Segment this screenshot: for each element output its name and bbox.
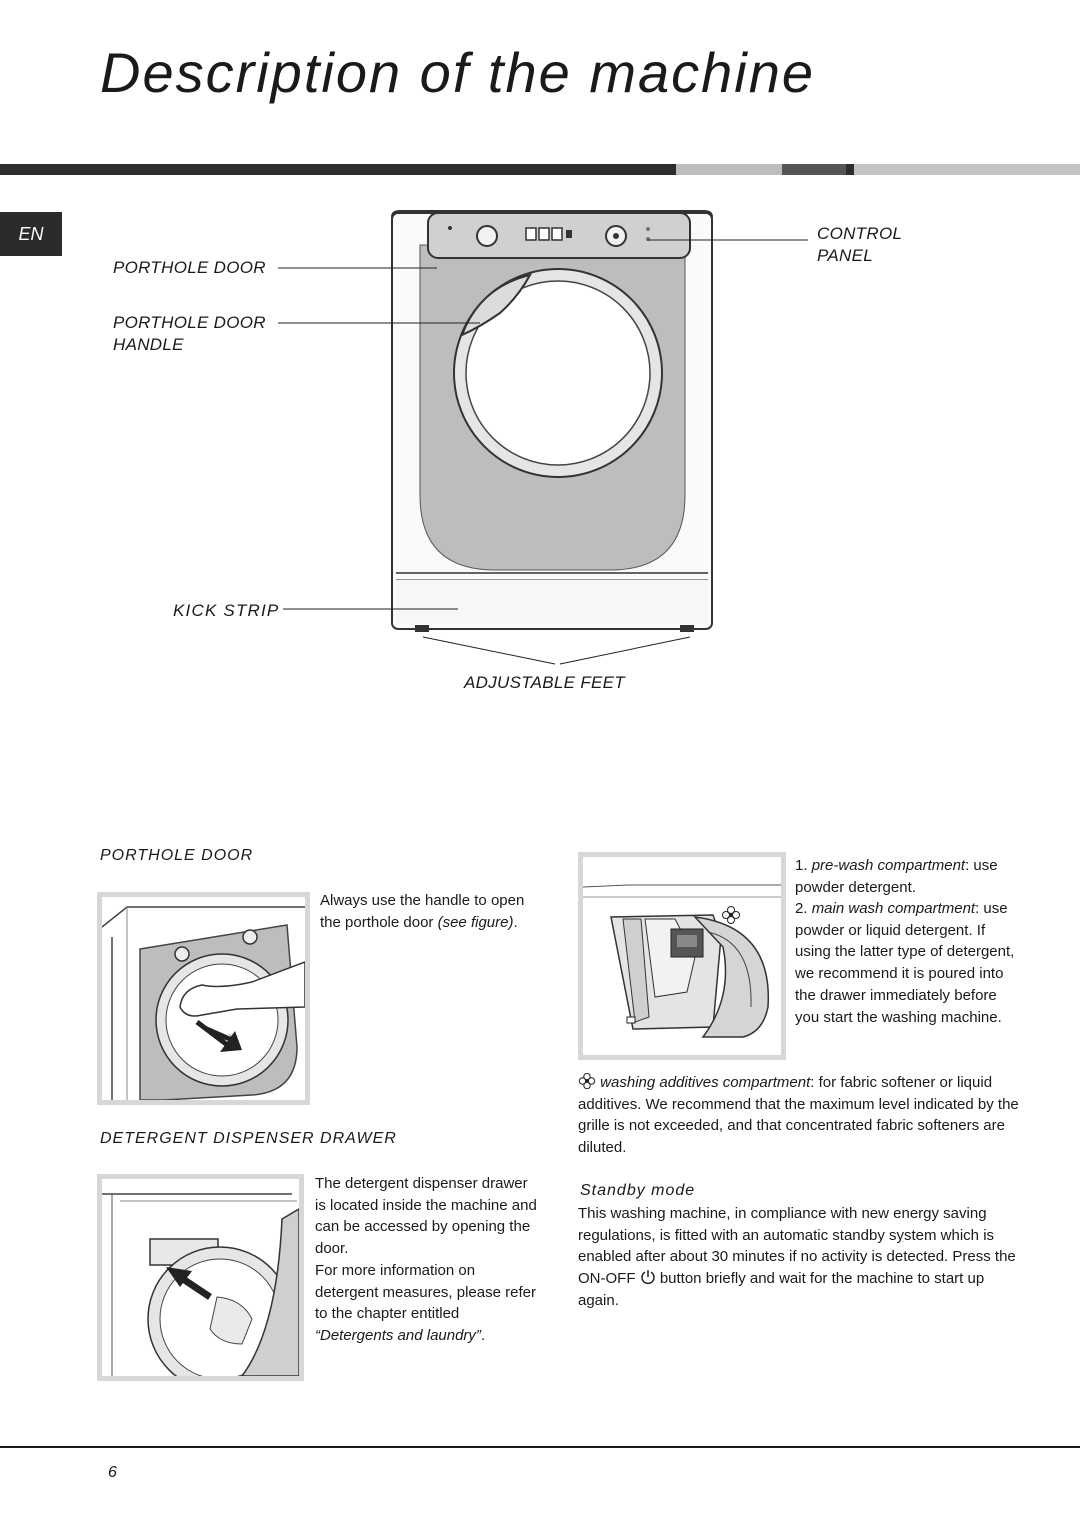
label-porthole-door-handle-2: HANDLE (113, 335, 184, 354)
standby-text: This washing machine, in compliance with… (578, 1205, 1016, 1309)
compartment-item-1: 1. pre-wash compartment: use powder dete… (795, 857, 998, 896)
label-control-panel-1: CONTROL (817, 224, 903, 243)
language-tab: EN (0, 212, 62, 256)
porthole-door-photo (97, 892, 310, 1105)
porthole-door-handle (460, 273, 532, 337)
footer-rule (0, 1446, 1080, 1448)
label-porthole-door: PORTHOLE DOOR (113, 258, 266, 277)
foot-right (680, 625, 694, 632)
header-rule (0, 164, 1080, 175)
label-control-panel-2: PANEL (817, 246, 873, 265)
program-knob-icon (476, 225, 498, 247)
porthole-door-text: Always use the handle to open the portho… (320, 892, 525, 931)
page-title: Description of the machine (100, 41, 816, 104)
kick-strip (396, 580, 708, 624)
compartment-item-2: 2. main wash compartment: use powder or … (795, 900, 1015, 1026)
detergent-drawer-photo (97, 1174, 304, 1381)
dispenser-drawer-photo (578, 852, 786, 1060)
label-adjustable-feet: ADJUSTABLE FEET (464, 673, 625, 692)
flower-icon (722, 906, 740, 924)
foot-left (415, 625, 429, 632)
detergent-drawer-heading: DETERGENT DISPENSER DRAWER (100, 1130, 397, 1147)
page-number: 6 (108, 1464, 117, 1481)
porthole-door-heading: PORTHOLE DOOR (100, 847, 254, 864)
standby-heading: Standby mode (580, 1182, 696, 1199)
power-icon (640, 1270, 655, 1285)
detergent-drawer-text: The detergent dispenser drawer is locate… (315, 1175, 537, 1344)
washing-machine-diagram (391, 210, 713, 632)
flower-icon (578, 1072, 596, 1090)
label-kick-strip: KICK STRIP (173, 601, 280, 620)
additives-text: washing additives compartment: for fabri… (578, 1072, 1019, 1157)
label-porthole-door-handle-1: PORTHOLE DOOR (113, 313, 266, 332)
